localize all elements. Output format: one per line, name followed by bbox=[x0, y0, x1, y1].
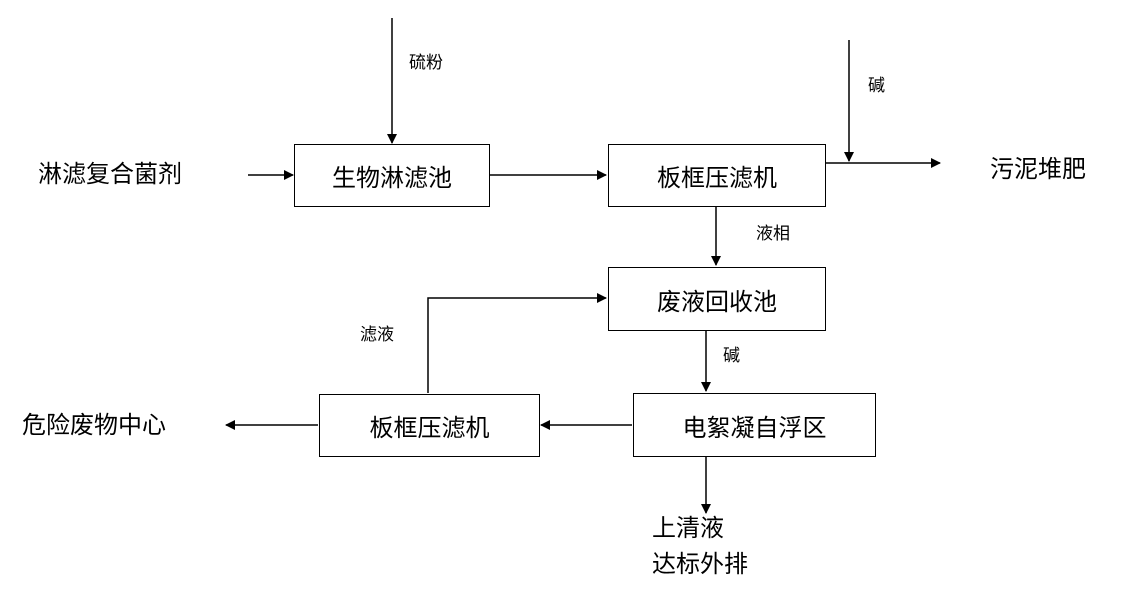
alkali-label-2: 碱 bbox=[723, 346, 740, 366]
sulfur-powder-label: 硫粉 bbox=[409, 53, 443, 73]
bio-leach-tank-label: 生物淋滤池 bbox=[332, 164, 452, 192]
filter-press-2-label: 板框压滤机 bbox=[369, 414, 490, 442]
filter-press-1-label: 板框压滤机 bbox=[657, 164, 777, 192]
filter-press-2-box: 板框压滤机 bbox=[319, 394, 540, 457]
supernatant-line2: 达标外排 bbox=[652, 550, 748, 578]
waste-recovery-tank-label: 废液回收池 bbox=[657, 287, 777, 316]
supernatant-line1: 上清液 bbox=[652, 514, 724, 542]
sludge-compost-output: 污泥堆肥 bbox=[990, 155, 1086, 183]
filter-press-1-box: 板框压滤机 bbox=[608, 144, 826, 207]
electro-flotation-box: 电絮凝自浮区 bbox=[633, 393, 876, 457]
arrow-filtrate-loop bbox=[427, 293, 607, 393]
leach-agent-input: 淋滤复合菌剂 bbox=[38, 160, 182, 188]
bio-leach-tank-box: 生物淋滤池 bbox=[294, 144, 490, 207]
filtrate-label: 滤液 bbox=[360, 325, 394, 345]
waste-recovery-tank-box: 废液回收池 bbox=[608, 267, 826, 331]
hazardous-center-output: 危险废物中心 bbox=[22, 411, 166, 439]
alkali-label-1: 碱 bbox=[868, 76, 885, 96]
liquid-phase-label: 液相 bbox=[756, 224, 790, 244]
electro-flotation-label: 电絮凝自浮区 bbox=[682, 413, 827, 442]
